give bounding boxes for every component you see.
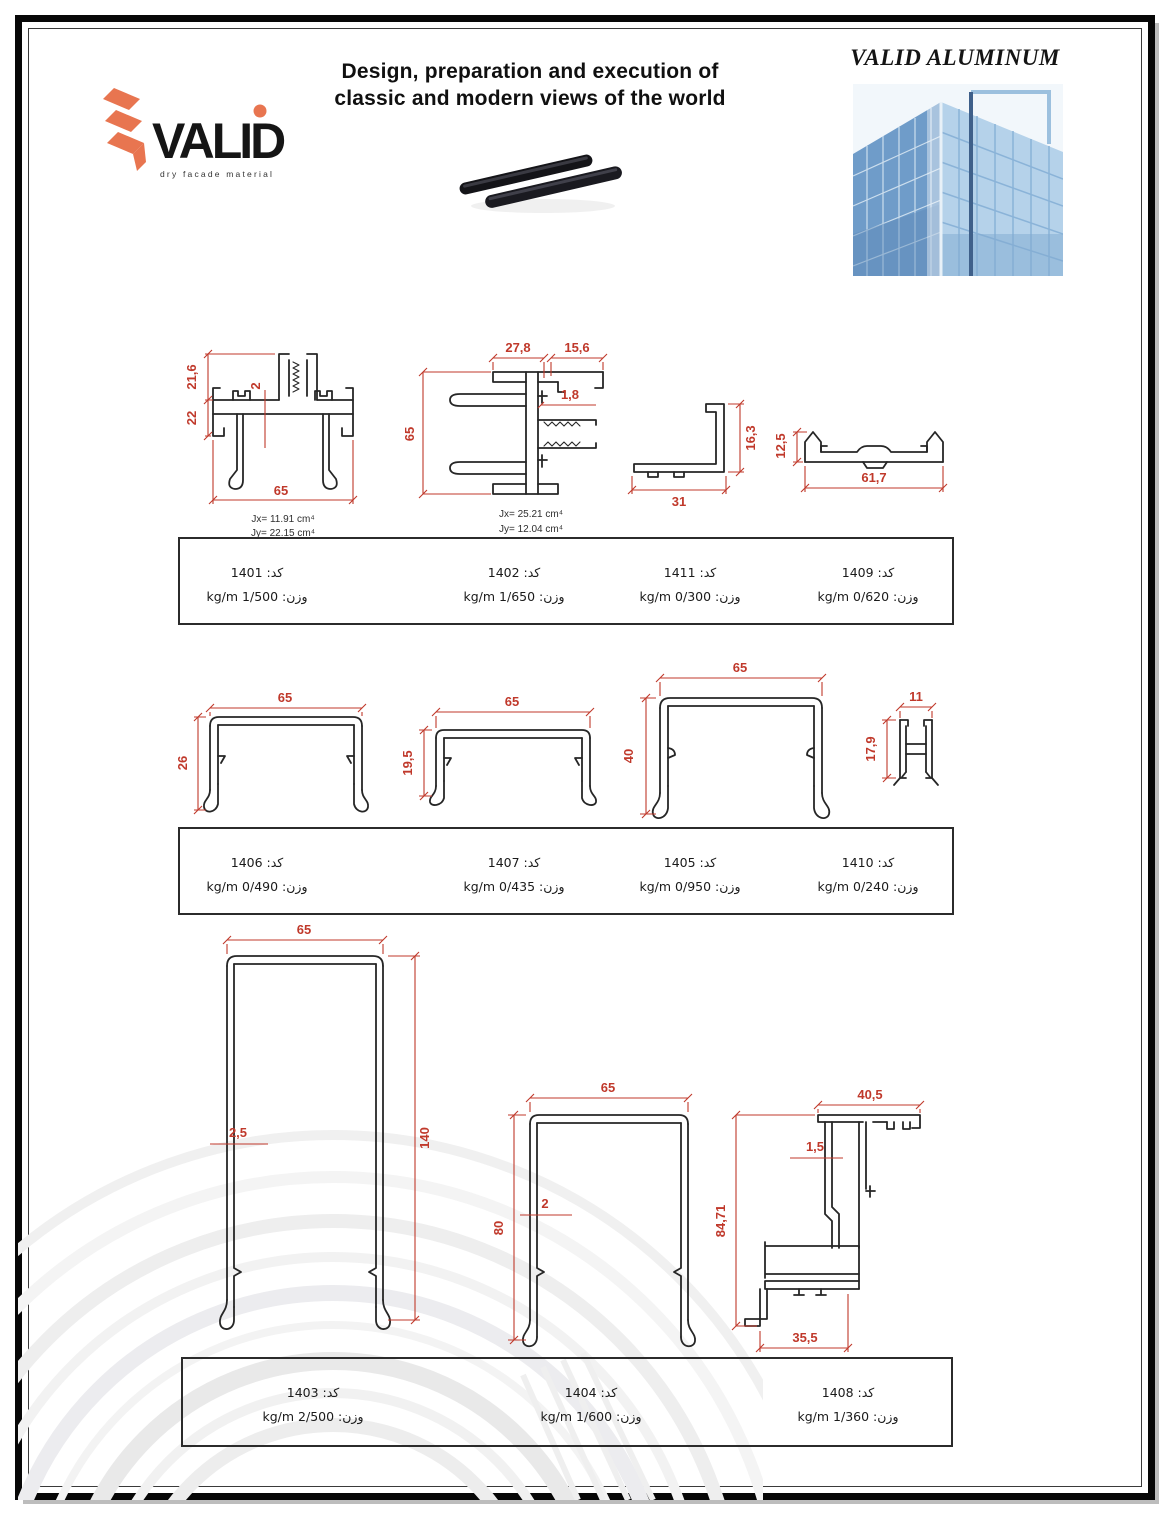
profile-weight: وزن: 1/600 kg/m	[540, 1409, 642, 1424]
profile-code: کد: 1402	[487, 565, 541, 580]
spec-table-row3: کد: 1403 وزن: 2/500 kg/m کد: 1404 وزن: 1…	[181, 1357, 953, 1447]
profile-weight: وزن: 1/650 kg/m	[463, 589, 565, 604]
spec-cell: کد: 1409 وزن: 0/620 kg/m	[817, 565, 918, 604]
building-photo	[853, 84, 1063, 276]
dim-label: 22	[184, 411, 199, 425]
dim-label: 31	[672, 494, 686, 509]
profile-code: کد: 1408	[821, 1385, 875, 1400]
profile-drawing-1409: 12,5 61,7	[775, 427, 948, 493]
page-inner-border	[28, 28, 1142, 1487]
profile-drawing-1401: 21,6 22 2 65 Jx= 11.91 cm⁴ Jy= 22.15 cm⁴	[184, 349, 358, 539]
spec-table-row2: کد: 1406 وزن: 0/490 kg/m کد: 1407 وزن: 0…	[178, 827, 954, 915]
dim-label: 26	[176, 756, 190, 770]
profile-weight: وزن: 0/950 kg/m	[639, 879, 741, 894]
gasket-photo	[459, 154, 622, 213]
logo-tagline-text: dry facade material	[160, 169, 274, 179]
dim-label: 65	[601, 1082, 615, 1095]
dim-label: 65	[274, 483, 288, 498]
dim-label: 65	[278, 690, 292, 705]
inertia-jy: Jy= 22.15 cm⁴	[251, 528, 315, 539]
dim-label: 65	[505, 694, 519, 709]
dim-label: 140	[417, 1127, 432, 1149]
spec-table-row1: کد: 1401 وزن: 1/500 kg/m کد: 1402 وزن: 1…	[178, 537, 954, 625]
inertia-jy: Jy= 12.04 cm⁴	[499, 524, 563, 535]
profile-weight: وزن: 0/490 kg/m	[206, 879, 308, 894]
dim-label: 61,7	[861, 470, 886, 485]
profile-code: کد: 1406	[230, 855, 284, 870]
logo-brand-text: VALID	[152, 113, 285, 169]
profile-weight: وزن: 0/435 kg/m	[463, 879, 565, 894]
dim-label: 65	[297, 922, 311, 937]
profile-drawing-1406: 65 26	[176, 690, 369, 815]
spec-cell: کد: 1405 وزن: 0/950 kg/m	[639, 855, 740, 894]
page-title: Design, preparation and execution of cla…	[334, 60, 726, 111]
profile-drawing-1410: 11 17,9	[866, 690, 939, 786]
dim-label: 2,5	[229, 1125, 247, 1140]
spec-cell: کد: 1403 وزن: 2/500 kg/m	[262, 1385, 363, 1424]
profile-code: کد: 1401	[230, 565, 284, 580]
spec-cell: کد: 1404 وزن: 1/600 kg/m	[540, 1385, 641, 1424]
inertia-jx: Jx= 11.91 cm⁴	[251, 514, 314, 525]
profile-weight: وزن: 2/500 kg/m	[262, 1409, 364, 1424]
profile-drawing-1408: 40,5 1,5 84,71 35,5	[715, 1088, 925, 1353]
dim-label: 21,6	[184, 364, 199, 389]
dim-label: 17,9	[866, 736, 878, 761]
profile-code: کد: 1404	[564, 1385, 618, 1400]
spec-cell: کد: 1402 وزن: 1/650 kg/m	[463, 565, 564, 604]
logo: VALID dry facade material	[103, 88, 288, 179]
company-name: VALID ALUMINUM	[850, 45, 1060, 70]
dim-label: 40	[621, 749, 636, 763]
profile-drawing-1402: 27,8 15,6 1,8 65 Jx= 25.21 cm⁴ Jy= 12.04…	[402, 340, 608, 535]
dim-label: 65	[402, 427, 417, 441]
dim-label: 11	[909, 690, 923, 704]
spec-cell: کد: 1407 وزن: 0/435 kg/m	[463, 855, 564, 894]
logo-chevron	[133, 143, 146, 171]
spec-cell: کد: 1408 وزن: 1/360 kg/m	[797, 1385, 898, 1424]
logo-chevron	[103, 88, 140, 110]
profile-weight: وزن: 0/620 kg/m	[817, 589, 919, 604]
dim-label: 84,71	[715, 1205, 728, 1238]
profile-code: کد: 1403	[286, 1385, 340, 1400]
dim-label: 15,6	[564, 340, 589, 355]
dim-label: 19,5	[400, 750, 415, 775]
dim-label: 16,3	[743, 425, 758, 450]
spec-cell: کد: 1411 وزن: 0/300 kg/m	[639, 565, 740, 604]
dim-label: 1,8	[561, 387, 579, 402]
profile-drawing-1404: 65 80 2	[492, 1082, 696, 1348]
logo-i-dot	[253, 104, 267, 118]
dim-label: 65	[733, 660, 747, 675]
profile-weight: وزن: 1/500 kg/m	[206, 589, 308, 604]
watermark-swirl	[18, 1130, 763, 1500]
profile-drawing-1403: 65 140 2,5	[210, 922, 432, 1330]
spec-cell: کد: 1410 وزن: 0/240 kg/m	[817, 855, 918, 894]
inertia-jx: Jx= 25.21 cm⁴	[499, 509, 563, 520]
dim-label: 27,8	[505, 340, 530, 355]
logo-chevron	[105, 110, 142, 132]
profile-drawing-1411: 31 16,3	[627, 399, 758, 509]
dim-label: 2	[248, 382, 263, 389]
profile-code: کد: 1411	[663, 565, 717, 580]
profile-drawing-1407: 65 19,5	[400, 694, 597, 806]
profile-code: کد: 1409	[841, 565, 895, 580]
dim-label: 40,5	[857, 1088, 882, 1102]
spec-cell: کد: 1401 وزن: 1/500 kg/m	[206, 565, 307, 604]
page-outer-border	[15, 15, 1155, 1500]
profile-weight: وزن: 0/240 kg/m	[817, 879, 919, 894]
profile-drawing-1405: 65 40	[621, 660, 831, 819]
dim-label: 80	[492, 1221, 506, 1235]
profile-weight: وزن: 1/360 kg/m	[797, 1409, 899, 1424]
dim-label: 1,5	[806, 1139, 824, 1154]
profile-code: کد: 1410	[841, 855, 895, 870]
logo-chevron	[107, 132, 144, 154]
dim-label: 2	[541, 1196, 548, 1211]
profile-code: کد: 1405	[663, 855, 717, 870]
spec-cell: کد: 1406 وزن: 0/490 kg/m	[206, 855, 307, 894]
dim-label: 12,5	[775, 433, 788, 458]
profile-code: کد: 1407	[487, 855, 541, 870]
profile-weight: وزن: 0/300 kg/m	[639, 589, 741, 604]
dim-label: 35,5	[792, 1330, 817, 1345]
